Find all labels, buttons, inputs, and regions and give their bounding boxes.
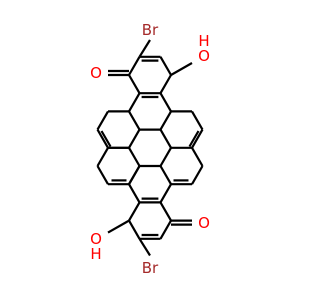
atom-o-top-left: O (90, 64, 102, 82)
bond (107, 219, 130, 234)
bond-lines (96, 39, 204, 257)
bond (128, 74, 141, 94)
bond (96, 110, 109, 131)
bond (128, 147, 141, 167)
bond (128, 129, 141, 149)
bond (128, 220, 141, 240)
atom-o-bottom-left: O (90, 230, 102, 248)
bond (159, 129, 172, 149)
atom-br-top: Br (142, 21, 159, 39)
molecule-structure: Br O O H O H O Br (90, 21, 210, 277)
bond (96, 165, 109, 185)
bond (100, 130, 112, 148)
bond (159, 92, 172, 112)
bond (188, 130, 200, 148)
bond (159, 147, 172, 167)
bond (128, 56, 141, 76)
bond (159, 56, 172, 76)
bond (159, 220, 172, 240)
bond (128, 165, 141, 185)
bond (159, 74, 172, 94)
bond (191, 110, 204, 131)
bond (128, 201, 141, 222)
bond (191, 147, 204, 167)
bond (159, 110, 172, 131)
bond (159, 201, 172, 222)
atom-h-top-right: H (198, 32, 209, 50)
atom-h-bottom-left: H (90, 245, 101, 263)
bond (159, 183, 172, 203)
bond (138, 238, 151, 257)
atom-o-bottom-right: O (198, 214, 210, 232)
atom-br-bottom: Br (142, 259, 159, 277)
bond (128, 92, 141, 112)
bond (96, 147, 109, 167)
atom-o-top-right: O (198, 47, 210, 65)
bond (159, 165, 172, 185)
bond (191, 165, 204, 185)
bond (128, 183, 141, 203)
atom-labels: Br O O H O H O Br (90, 21, 210, 277)
bond (138, 39, 151, 58)
bond (128, 110, 141, 131)
bond (191, 129, 204, 149)
bond (96, 129, 109, 149)
bond (170, 62, 193, 76)
